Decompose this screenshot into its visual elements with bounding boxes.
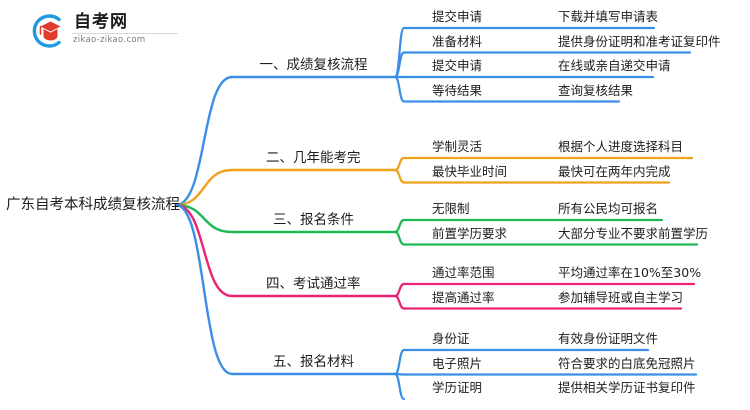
root-node-label: 广东自考本科成绩复核流程	[6, 197, 180, 213]
mid-label-5-2[interactable]: 电子照片	[432, 355, 483, 371]
mid-label-1-1[interactable]: 提交申请	[432, 9, 483, 24]
mid-label-4-1[interactable]: 通过率范围	[432, 265, 495, 280]
mid-label-3-2[interactable]: 前置学历要求	[432, 225, 508, 241]
leaf-label-2-1[interactable]: 根据个人进度选择科目	[558, 139, 684, 154]
leaf-label-2-2[interactable]: 最快可在两年内完成	[558, 163, 671, 179]
leaf-label-5-3[interactable]: 提供相关学历证书复印件	[558, 380, 696, 395]
leaf-label-5-2[interactable]: 符合要求的白底免冠照片	[558, 355, 696, 371]
logo-divider	[72, 33, 178, 34]
mid-label-5-3[interactable]: 学历证明	[432, 380, 483, 395]
branch-label-5[interactable]: 五、报名材料	[273, 354, 354, 370]
mid-label-5-1[interactable]: 身份证	[432, 331, 470, 346]
mid-label-3-1[interactable]: 无限制	[432, 201, 470, 216]
leaf-label-1-1[interactable]: 下载并填写申请表	[558, 9, 659, 24]
mid-label-1-2[interactable]: 准备材料	[432, 33, 483, 49]
mid-label-2-2[interactable]: 最快毕业时间	[432, 163, 508, 179]
leaf-label-5-1[interactable]: 有效身份证明文件	[558, 331, 659, 346]
branch-label-1[interactable]: 一、成绩复核流程	[259, 57, 368, 73]
branch-label-2[interactable]: 二、几年能考完	[266, 150, 361, 166]
branch-label-4[interactable]: 四、考试通过率	[266, 276, 361, 292]
leaf-label-4-2[interactable]: 参加辅导班或自主学习	[558, 289, 684, 305]
leaf-label-3-2[interactable]: 大部分专业不要求前置学历	[558, 225, 709, 241]
leaf-label-1-3[interactable]: 在线或亲自递交申请	[558, 58, 671, 73]
mid-label-2-1[interactable]: 学制灵活	[432, 139, 483, 154]
site-logo: 自考网 zikao-zikao.com	[28, 8, 178, 54]
logo-title: 自考网	[74, 12, 128, 32]
leaf-label-4-1[interactable]: 平均通过率在10%至30%	[558, 265, 702, 280]
leaf-label-1-2[interactable]: 提供身份证明和准考证复印件	[558, 33, 721, 49]
leaf-label-3-1[interactable]: 所有公民均可报名	[558, 201, 659, 216]
mid-label-4-2[interactable]: 提高通过率	[432, 289, 495, 305]
mid-label-1-4[interactable]: 等待结果	[432, 82, 483, 98]
branch-label-3[interactable]: 三、报名条件	[273, 212, 354, 228]
mid-label-1-3[interactable]: 提交申请	[432, 58, 483, 73]
graduation-cap-icon	[32, 14, 61, 48]
logo-subtitle: zikao-zikao.com	[73, 35, 146, 45]
logo-text-block: 自考网 zikao-zikao.com	[72, 12, 178, 46]
leaf-label-1-4[interactable]: 查询复核结果	[558, 82, 634, 98]
